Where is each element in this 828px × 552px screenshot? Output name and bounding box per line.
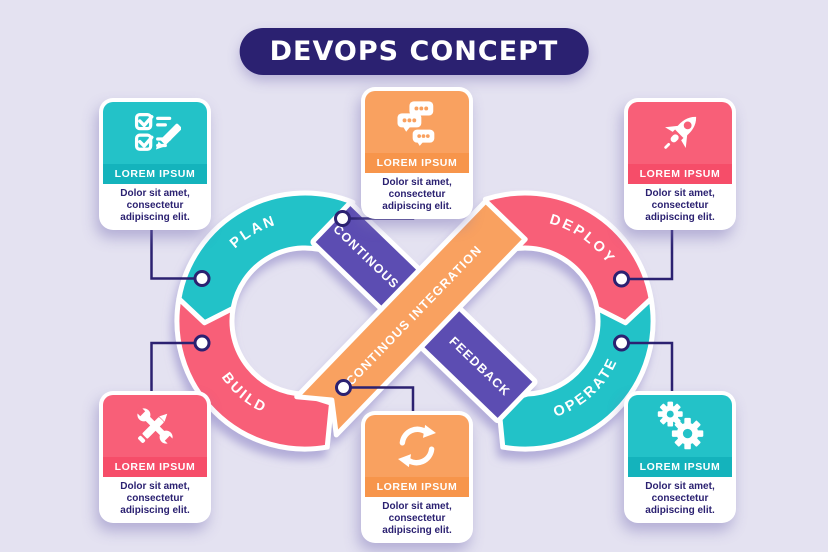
checklist-icon: [134, 112, 181, 151]
card-deploy: LOREM IPSUM Dolor sit amet, consectetur …: [624, 98, 736, 230]
rocket-icon: [664, 116, 697, 149]
card-title: LOREM IPSUM: [103, 164, 207, 184]
card-title: LOREM IPSUM: [628, 164, 732, 184]
dot-plan: [193, 270, 211, 287]
dot-integration: [335, 379, 352, 396]
card-description: Dolor sit amet, consectetur adipiscing e…: [103, 184, 207, 226]
card-title: LOREM IPSUM: [365, 477, 469, 497]
band-continous-integration: [294, 198, 528, 438]
card-description: Dolor sit amet, consectetur adipiscing e…: [628, 184, 732, 226]
card-operate: LOREM IPSUM Dolor sit amet, consectetur …: [624, 391, 736, 523]
gears-icon: [657, 401, 704, 450]
tools-icon: [135, 406, 175, 446]
refresh-icon: [398, 424, 436, 468]
card-description: Dolor sit amet, consectetur adipiscing e…: [628, 477, 732, 519]
card-title: LOREM IPSUM: [628, 457, 732, 477]
segment-operate: [496, 296, 656, 452]
card-build: LOREM IPSUM Dolor sit amet, consectetur …: [99, 391, 211, 523]
card-communication: LOREM IPSUM Dolor sit amet, consectetur …: [361, 87, 473, 219]
segment-deploy: [482, 190, 654, 326]
card-description: Dolor sit amet, consectetur adipiscing e…: [365, 173, 469, 215]
chat-bubbles-icon: [397, 101, 435, 146]
card-title: LOREM IPSUM: [103, 457, 207, 477]
dot-operate: [613, 334, 630, 352]
card-integration: LOREM IPSUM Dolor sit amet, consectetur …: [361, 411, 473, 543]
card-description: Dolor sit amet, consectetur adipiscing e…: [103, 477, 207, 519]
card-description: Dolor sit amet, consectetur adipiscing e…: [365, 497, 469, 539]
card-plan: LOREM IPSUM Dolor sit amet, consectetur …: [99, 98, 211, 230]
segment-build: [174, 296, 334, 452]
dot-build: [193, 334, 211, 352]
page-title: DEVOPS CONCEPT: [239, 28, 589, 75]
segment-plan: [176, 190, 356, 326]
card-title: LOREM IPSUM: [365, 153, 469, 173]
dot-continous: [334, 210, 351, 227]
dot-deploy: [613, 270, 630, 288]
